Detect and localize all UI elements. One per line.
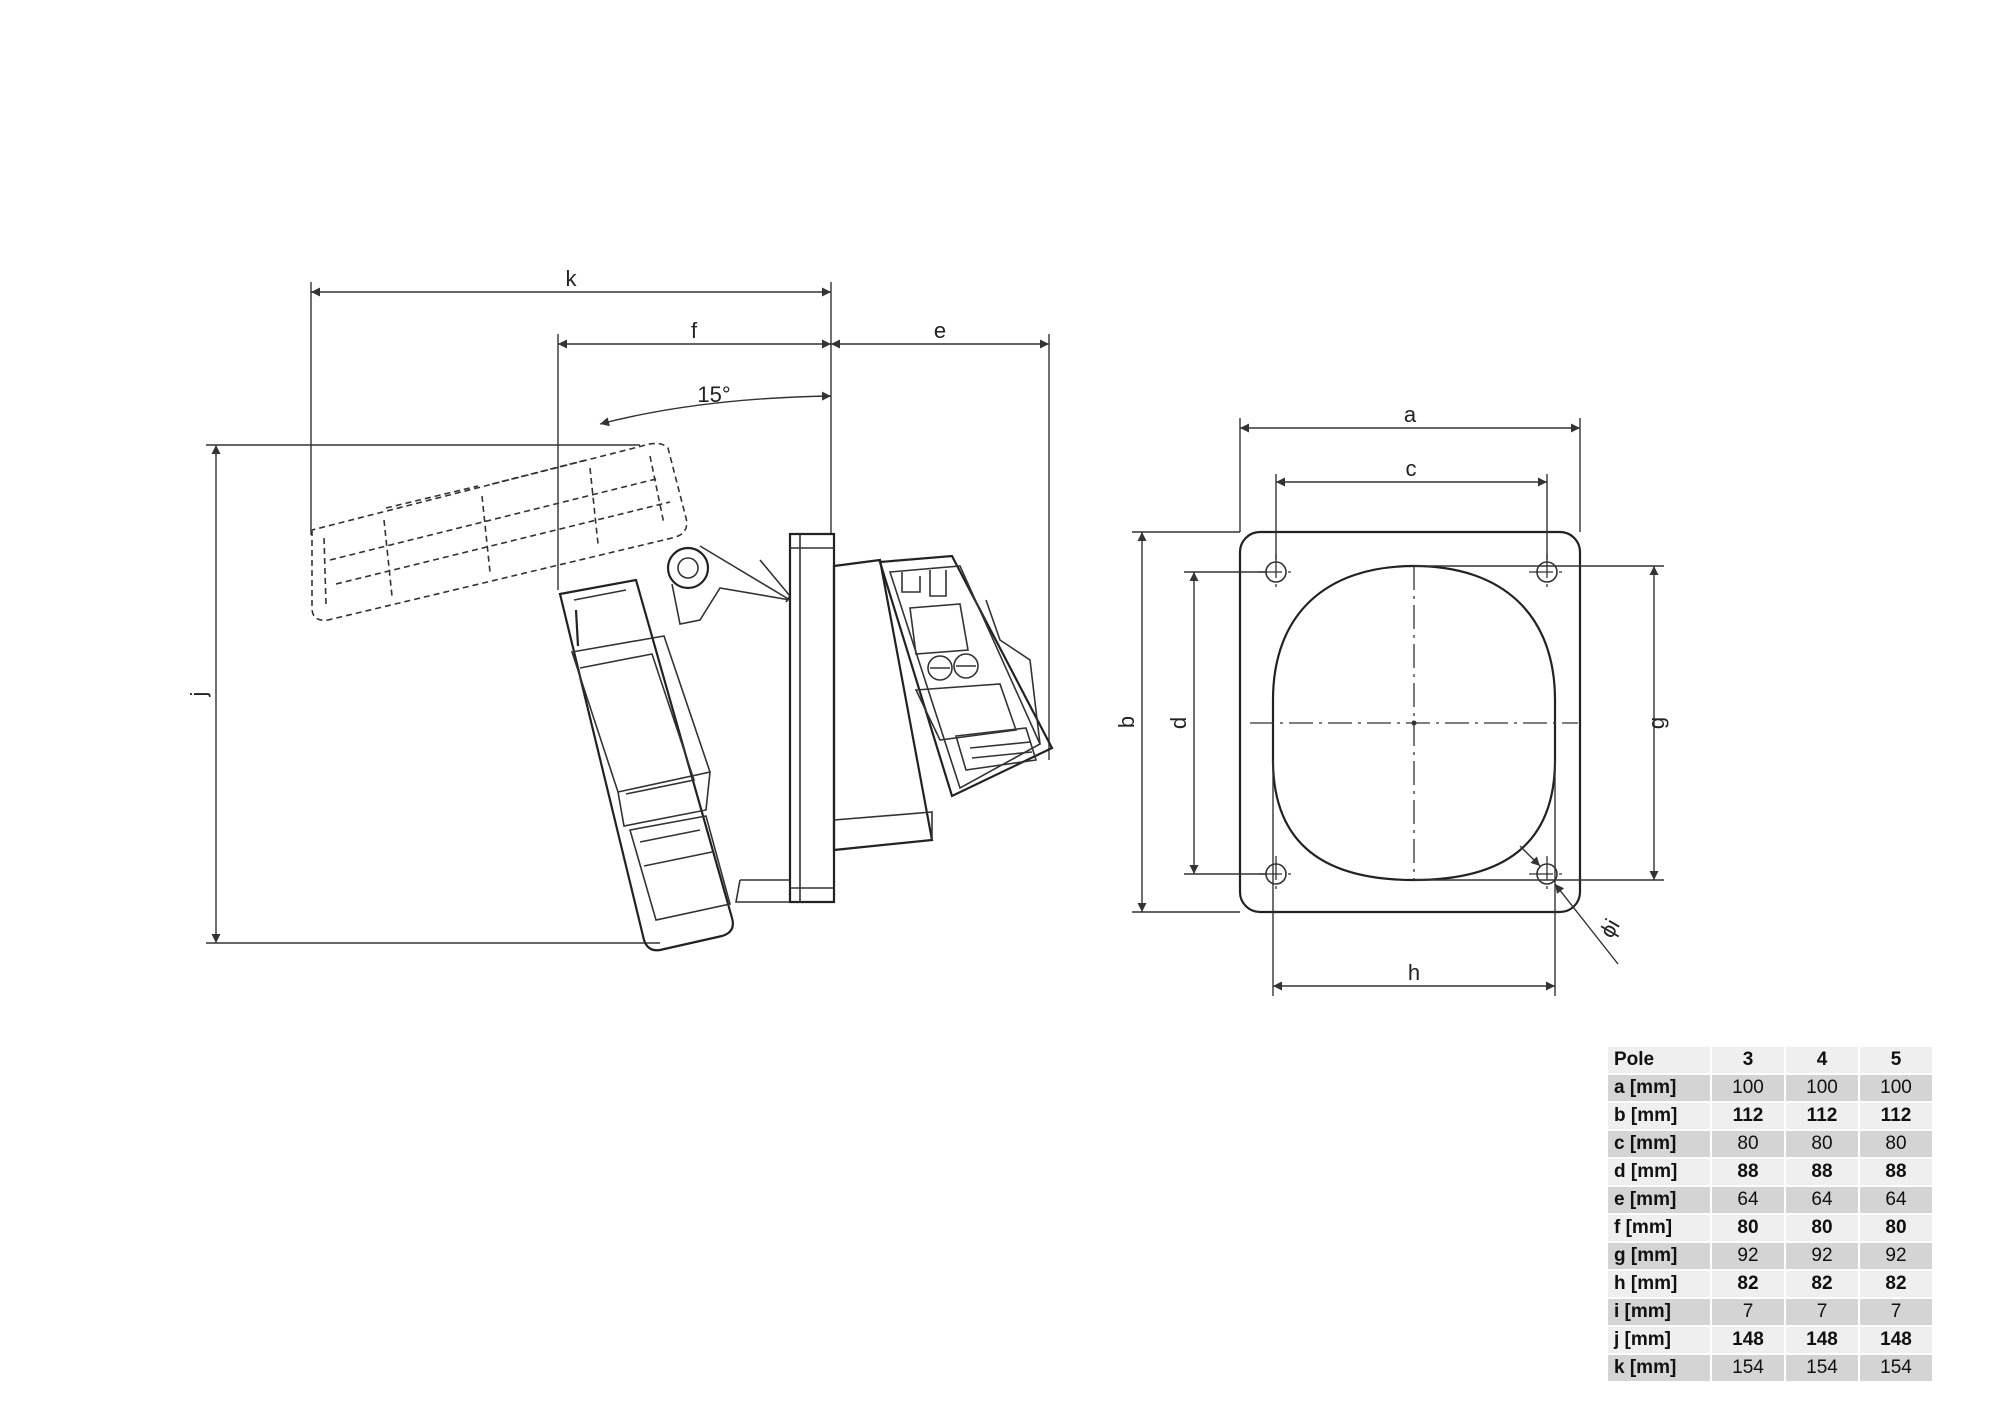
- row-label: c [mm]: [1608, 1131, 1710, 1157]
- table-cell: 112: [1860, 1103, 1932, 1129]
- row-label: h [mm]: [1608, 1271, 1710, 1297]
- table-row: h [mm] 82 82 82: [1608, 1271, 1932, 1297]
- table-header-cell: Pole: [1608, 1047, 1710, 1073]
- row-label: b [mm]: [1608, 1103, 1710, 1129]
- table-cell: 7: [1786, 1299, 1858, 1325]
- table-row: g [mm] 92 92 92: [1608, 1243, 1932, 1269]
- table-cell: 112: [1786, 1103, 1858, 1129]
- front-view: a c b d g h ϕi: [1114, 402, 1669, 996]
- table-header-row: Pole 3 4 5: [1608, 1047, 1932, 1073]
- table-cell: 100: [1786, 1075, 1858, 1101]
- table-header-cell: 3: [1712, 1047, 1784, 1073]
- table-cell: 88: [1786, 1159, 1858, 1185]
- table-cell: 154: [1712, 1355, 1784, 1381]
- hinge: [666, 545, 791, 625]
- dim-label-c: c: [1406, 456, 1417, 481]
- row-label: k [mm]: [1608, 1355, 1710, 1381]
- row-label: g [mm]: [1608, 1243, 1710, 1269]
- table-cell: 82: [1786, 1271, 1858, 1297]
- table-cell: 88: [1860, 1159, 1932, 1185]
- dim-label-g: g: [1644, 717, 1669, 729]
- table-cell: 88: [1712, 1159, 1784, 1185]
- table-cell: 92: [1786, 1243, 1858, 1269]
- row-label: f [mm]: [1608, 1215, 1710, 1241]
- table-cell: 82: [1712, 1271, 1784, 1297]
- dimension-table: Pole 3 4 5 a [mm] 100 100 100 b [mm] 112…: [1606, 1045, 1934, 1383]
- table-cell: 112: [1712, 1103, 1784, 1129]
- dim-label-k: k: [566, 266, 578, 291]
- side-view: k f e 15° j: [186, 266, 1054, 952]
- dim-label-i: ϕi: [1594, 915, 1624, 942]
- table-cell: 64: [1860, 1187, 1932, 1213]
- table-cell: 64: [1786, 1187, 1858, 1213]
- table-header-cell: 4: [1786, 1047, 1858, 1073]
- table-cell: 148: [1712, 1327, 1784, 1353]
- table-cell: 80: [1786, 1131, 1858, 1157]
- table-cell: 154: [1786, 1355, 1858, 1381]
- row-label: j [mm]: [1608, 1327, 1710, 1353]
- table-cell: 80: [1712, 1215, 1784, 1241]
- table-row: e [mm] 64 64 64: [1608, 1187, 1932, 1213]
- table-cell: 154: [1860, 1355, 1932, 1381]
- hinged-lid: [311, 442, 688, 622]
- socket-body: [558, 578, 734, 952]
- table-cell: 80: [1860, 1131, 1932, 1157]
- row-label: d [mm]: [1608, 1159, 1710, 1185]
- table-cell: 92: [1712, 1243, 1784, 1269]
- table-cell: 7: [1860, 1299, 1932, 1325]
- table-cell: 148: [1860, 1327, 1932, 1353]
- dim-label-f: f: [691, 318, 698, 343]
- table-cell: 80: [1712, 1131, 1784, 1157]
- table-row: c [mm] 80 80 80: [1608, 1131, 1932, 1157]
- dim-label-b: b: [1114, 716, 1139, 728]
- table-cell: 100: [1860, 1075, 1932, 1101]
- dim-label-e: e: [934, 318, 946, 343]
- dim-label-h: h: [1408, 960, 1420, 985]
- row-label: a [mm]: [1608, 1075, 1710, 1101]
- dim-label-a: a: [1404, 402, 1417, 427]
- rear-body: [832, 554, 1054, 852]
- table-row: d [mm] 88 88 88: [1608, 1159, 1932, 1185]
- row-label: e [mm]: [1608, 1187, 1710, 1213]
- mounting-holes: [1258, 554, 1565, 892]
- table-row: j [mm] 148 148 148: [1608, 1327, 1932, 1353]
- angle-label: 15°: [697, 382, 730, 407]
- flange-plate: [1238, 530, 1582, 914]
- dim-label-j: j: [186, 692, 211, 698]
- table-header-cell: 5: [1860, 1047, 1932, 1073]
- flange-side: [735, 532, 836, 904]
- table-row: i [mm] 7 7 7: [1608, 1299, 1932, 1325]
- table-row: a [mm] 100 100 100: [1608, 1075, 1932, 1101]
- table-cell: 82: [1860, 1271, 1932, 1297]
- table-cell: 80: [1860, 1215, 1932, 1241]
- table-cell: 64: [1712, 1187, 1784, 1213]
- table-cell: 80: [1786, 1215, 1858, 1241]
- dim-label-d: d: [1166, 717, 1191, 729]
- table-cell: 148: [1786, 1327, 1858, 1353]
- table-cell: 100: [1712, 1075, 1784, 1101]
- table-row: b [mm] 112 112 112: [1608, 1103, 1932, 1129]
- table-row: f [mm] 80 80 80: [1608, 1215, 1932, 1241]
- table-cell: 7: [1712, 1299, 1784, 1325]
- table-cell: 92: [1860, 1243, 1932, 1269]
- table-row: k [mm] 154 154 154: [1608, 1355, 1932, 1381]
- row-label: i [mm]: [1608, 1299, 1710, 1325]
